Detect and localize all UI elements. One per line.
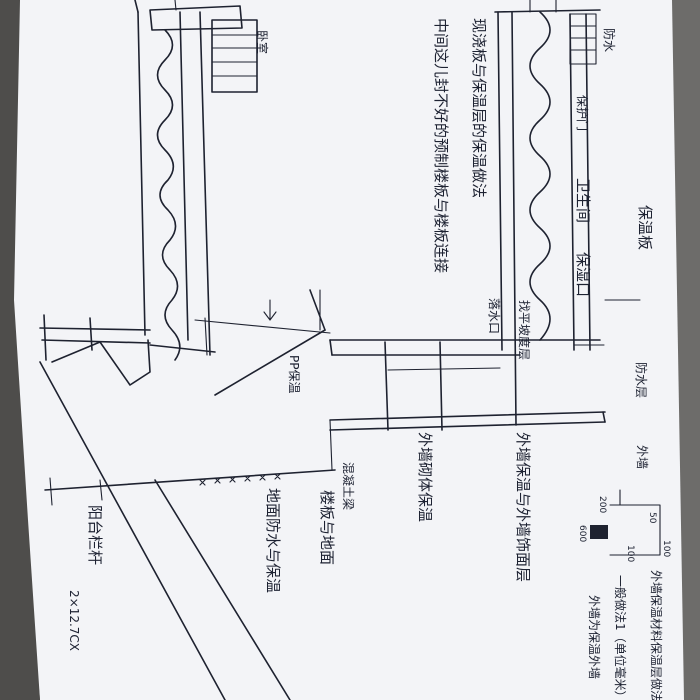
slab-tick-a xyxy=(43,314,47,361)
diag-short xyxy=(154,479,291,700)
bottom-tick xyxy=(49,477,53,506)
beam-end xyxy=(602,411,606,423)
left-wall-assembly xyxy=(39,0,331,386)
top-right-corner-label: 防水 xyxy=(602,28,617,52)
beam-right xyxy=(439,341,443,431)
wall-cap xyxy=(149,5,243,31)
diag-brace xyxy=(214,329,326,396)
right-wall-a xyxy=(497,11,503,351)
left-room-label: 卧室 xyxy=(255,30,270,54)
left-slab-top xyxy=(39,327,151,331)
bottom-arrow-note: 外墙保温材料保温层做法 xyxy=(649,570,664,700)
wall-note-1: 现浇板与保温层的保温做法 xyxy=(470,18,488,198)
lower-stub xyxy=(329,419,333,471)
crosses-row xyxy=(199,473,281,486)
top-center-label: 保温板 xyxy=(636,205,654,250)
paper-shadow xyxy=(0,0,40,700)
lower-area xyxy=(39,289,641,700)
mid-slab-tick xyxy=(204,317,208,356)
cap-tick xyxy=(174,0,177,11)
legend-num-3: 600 xyxy=(577,525,587,542)
beam-mid-line xyxy=(387,367,501,371)
right-edge-1: 外墙 xyxy=(635,445,649,469)
wall-note-2: 中间这儿封不好的预制楼板与楼板连接 xyxy=(432,18,450,273)
dim-note: 2×12.7CX xyxy=(67,590,81,651)
window-box xyxy=(211,19,258,93)
left-wall-outer xyxy=(199,11,211,356)
right-long-note: 外墙保温与外墙饰面层 xyxy=(514,432,532,582)
insulation-wave-left xyxy=(156,29,181,361)
slab-end xyxy=(329,339,333,356)
legend-num-1: 50 xyxy=(647,512,657,524)
bottom-tick-2 xyxy=(99,479,103,501)
left-wall-inner xyxy=(179,11,189,341)
mid-label: 卫生间 xyxy=(574,178,592,223)
mid-small-label: 落水口 xyxy=(487,298,501,334)
vertical-center-label: 找平坡度层 xyxy=(517,300,532,360)
mid-label-2: 保湿口 xyxy=(574,252,592,297)
brace-top xyxy=(309,289,326,331)
right-edge-2: 一般做法1（单位毫米） xyxy=(613,575,628,700)
ext-wall-note: 外墙砌体保温 xyxy=(416,432,434,522)
legend-block xyxy=(590,525,608,539)
bottom-slab xyxy=(44,469,336,491)
mid-slab-line xyxy=(194,319,331,334)
right-edge-3: 外墙为保温外墙 xyxy=(587,595,601,679)
lower-left-label: 阳台栏杆 xyxy=(86,505,104,565)
top-block xyxy=(569,13,597,65)
zigzag-bracket xyxy=(51,339,151,386)
right-wall-top xyxy=(494,9,601,13)
legend-num-5: 100 xyxy=(661,540,671,557)
down-arrow xyxy=(263,299,277,321)
legend-frame xyxy=(609,504,661,556)
right-wall-assembly xyxy=(329,0,606,471)
legend-num-4: 100 xyxy=(625,545,635,562)
beam-bottom xyxy=(329,411,606,421)
beam-note: 混凝土梁 xyxy=(341,462,356,510)
left-wall-line xyxy=(137,11,146,336)
door-label: 保护门 xyxy=(575,95,590,131)
right-wall-c xyxy=(569,13,575,351)
legend-num-2: 200 xyxy=(597,496,607,513)
diag-long xyxy=(39,361,226,700)
right-top-label: 防水层 xyxy=(634,362,649,398)
floor-note: 地面防水与保温 xyxy=(264,488,282,593)
slanted-note: PP保温 xyxy=(287,355,301,393)
floor-label: 楼板与地面 xyxy=(318,490,336,565)
right-wall-b xyxy=(511,11,517,426)
beam-bottom-2 xyxy=(329,421,606,431)
beam-left xyxy=(384,341,389,431)
wall-top-stub xyxy=(134,0,139,13)
right-wall-d xyxy=(585,13,591,351)
slab-connector xyxy=(149,344,216,353)
left-slab-bottom xyxy=(41,339,151,344)
insulation-wave-right xyxy=(529,11,551,341)
detail-legend xyxy=(590,489,661,556)
